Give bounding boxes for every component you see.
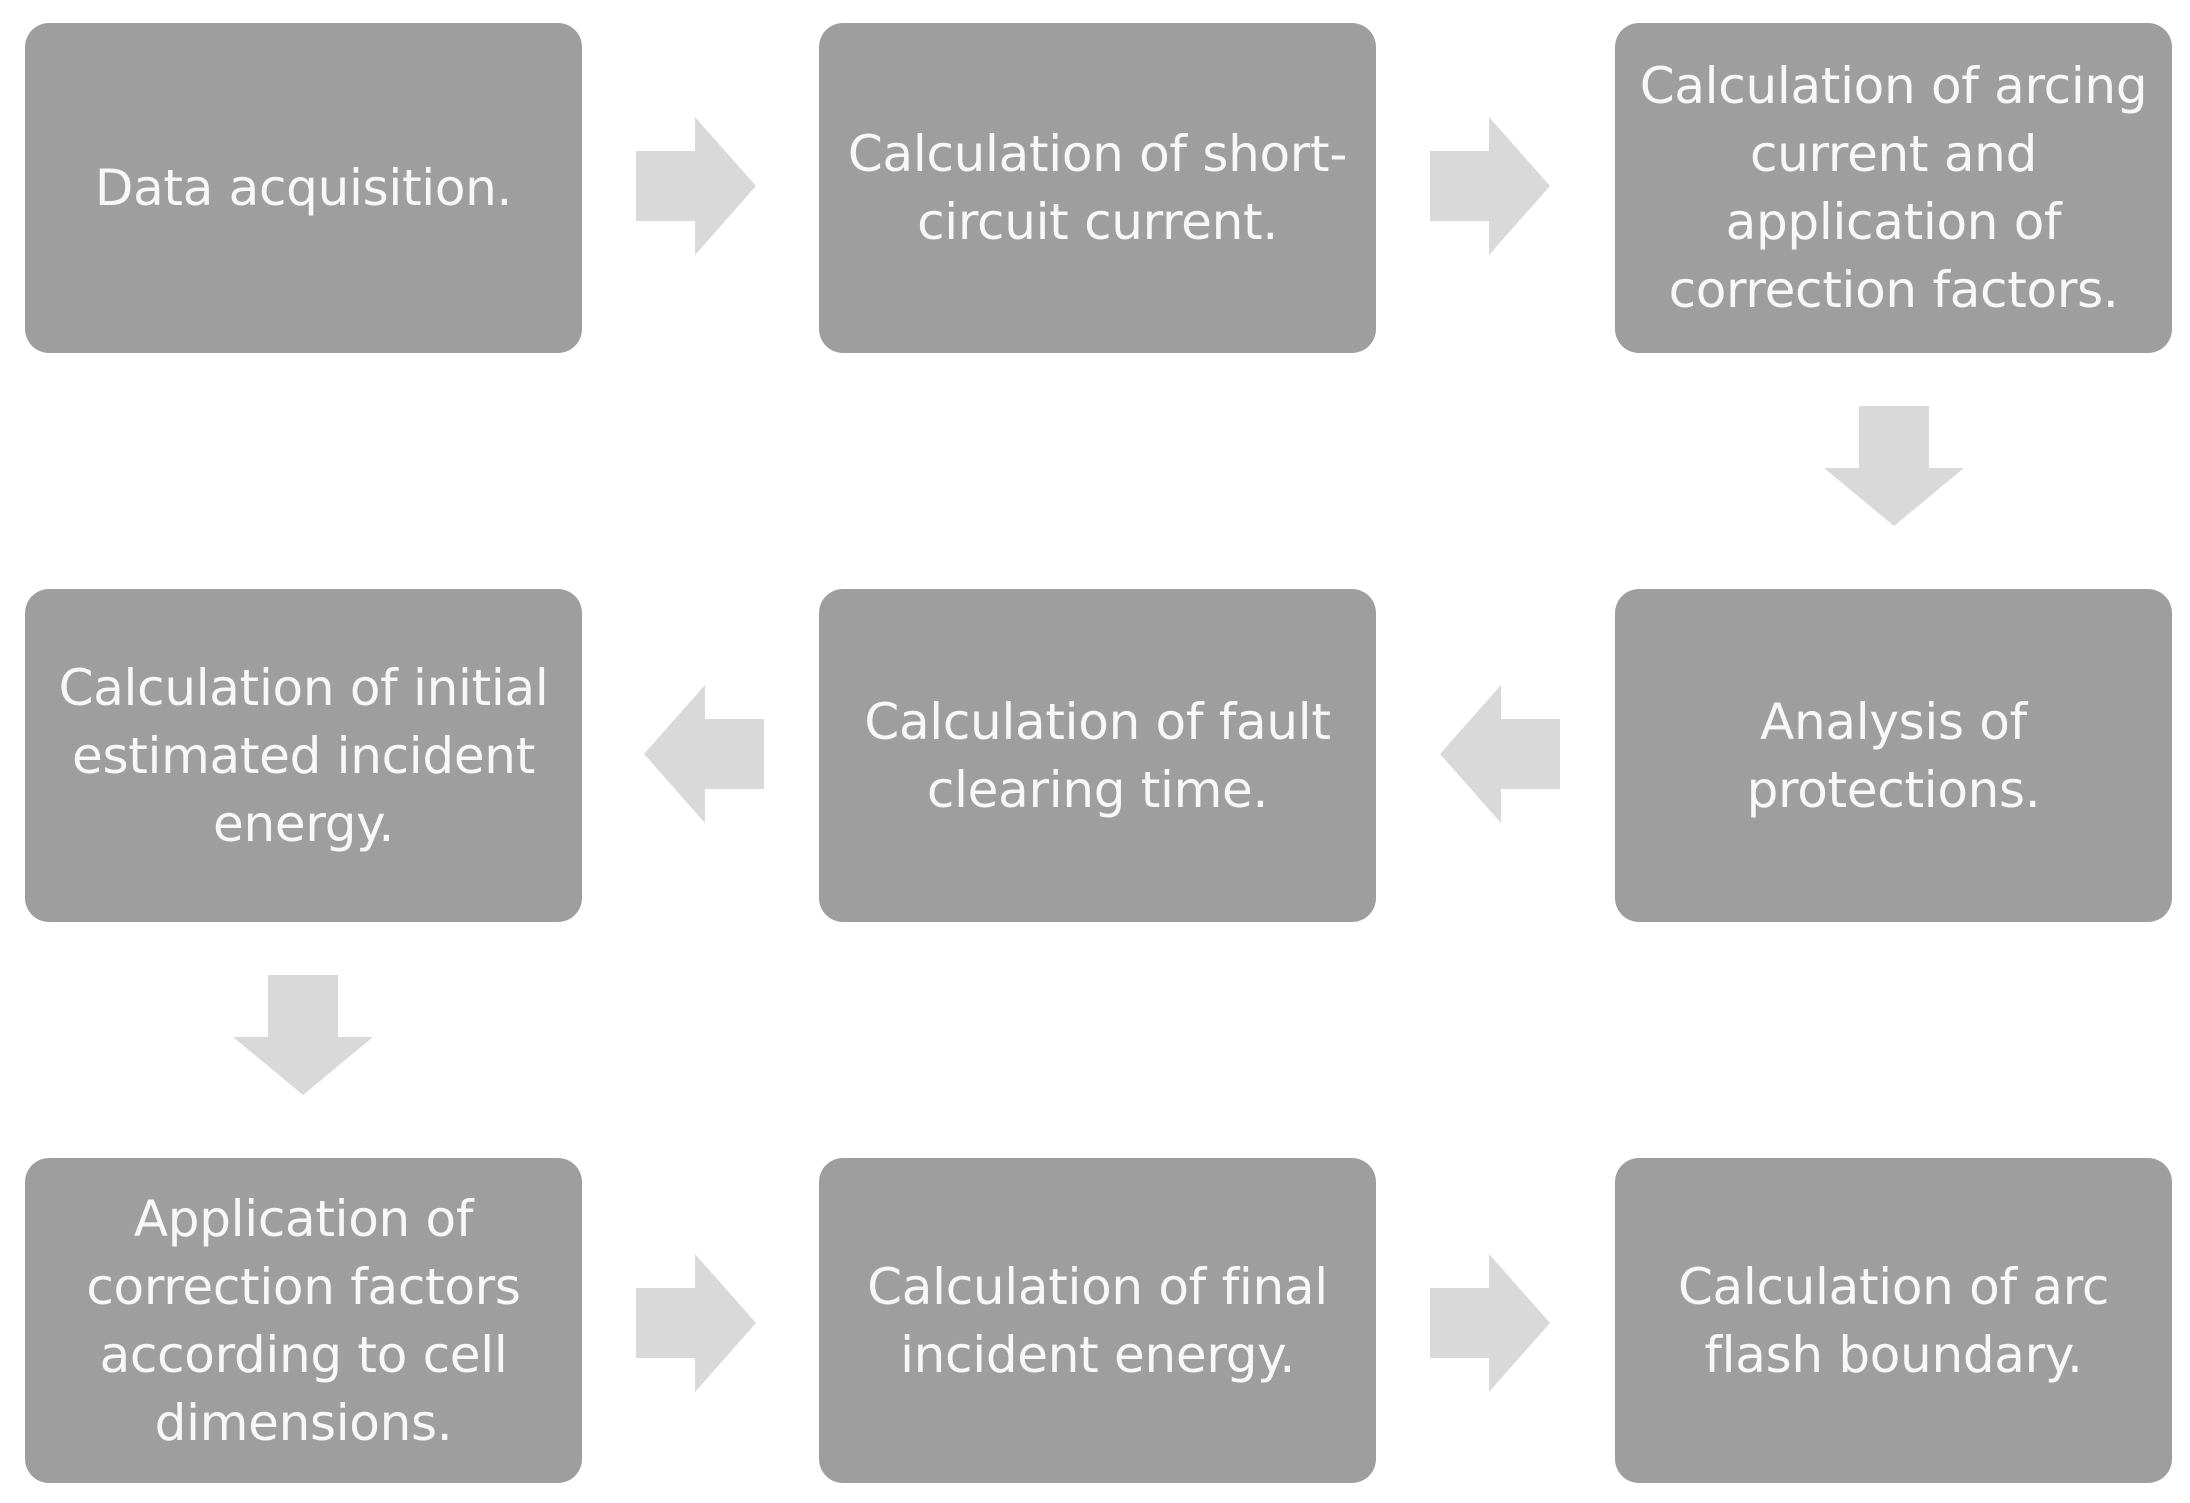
step-short-circuit-current: Calculation of short-circuit current. [819, 23, 1376, 353]
step-fault-clearing-time: Calculation of fault clearing time. [819, 589, 1376, 922]
step-label: Calculation of short-circuit current. [847, 125, 1348, 251]
step-label: Analysis of protections. [1746, 692, 2041, 819]
arrow-left-icon [644, 685, 764, 823]
arrow-right-icon [636, 1254, 756, 1392]
step-arcing-current: Calculation of arcing current and applic… [1615, 23, 2172, 353]
step-label: Calculation of initial estimated inciden… [58, 658, 549, 853]
step-label: Application of correction factors accord… [86, 1189, 521, 1452]
arrow-left-icon [1440, 685, 1560, 823]
arrow-down-icon [1824, 406, 1964, 526]
step-final-incident-energy: Calculation of final incident energy. [819, 1158, 1376, 1483]
step-data-acquisition: Data acquisition. [25, 23, 582, 353]
step-cell-dimension-correction: Application of correction factors accord… [25, 1158, 582, 1483]
step-label: Calculation of final incident energy. [867, 1257, 1328, 1384]
arrow-down-icon [233, 975, 373, 1095]
step-initial-incident-energy: Calculation of initial estimated inciden… [25, 589, 582, 922]
arrow-right-icon [1430, 1254, 1550, 1392]
step-arc-flash-boundary: Calculation of arc flash boundary. [1615, 1158, 2172, 1483]
step-label: Data acquisition. [94, 159, 513, 217]
arrow-right-icon [1430, 117, 1550, 255]
step-label: Calculation of arc flash boundary. [1677, 1257, 2110, 1384]
step-label: Calculation of arcing current and applic… [1639, 57, 2148, 319]
step-label: Calculation of fault clearing time. [864, 692, 1331, 819]
step-analysis-of-protections: Analysis of protections. [1615, 589, 2172, 922]
arrow-right-icon [636, 117, 756, 255]
